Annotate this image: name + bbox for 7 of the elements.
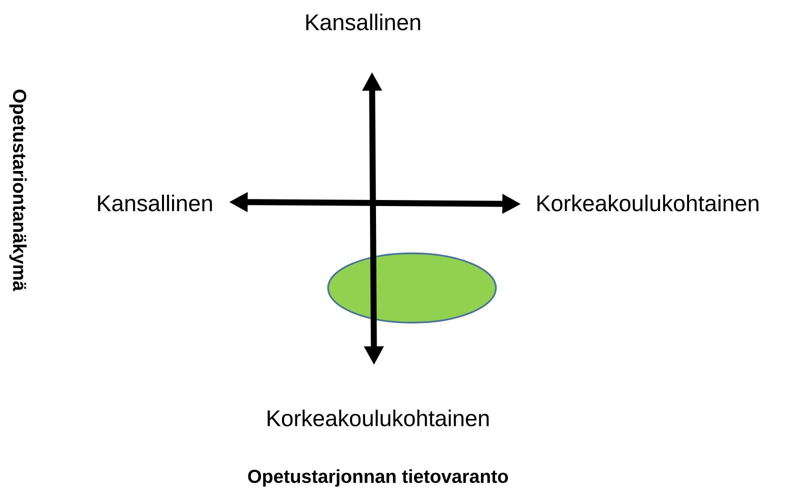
axis-label: Korkeakoulukohtainen	[268, 410, 489, 426]
axis-title: Opetustariontanäkymä	[9, 90, 27, 292]
axis-label: Korkeakoulukohtainen	[537, 194, 758, 212]
axis-label: Kansallinen	[306, 14, 420, 30]
ellipse	[327, 252, 497, 324]
axis-label: Kansallinen	[98, 194, 212, 212]
axis-title: Opetustarjonnan tietovaranto	[248, 469, 508, 487]
